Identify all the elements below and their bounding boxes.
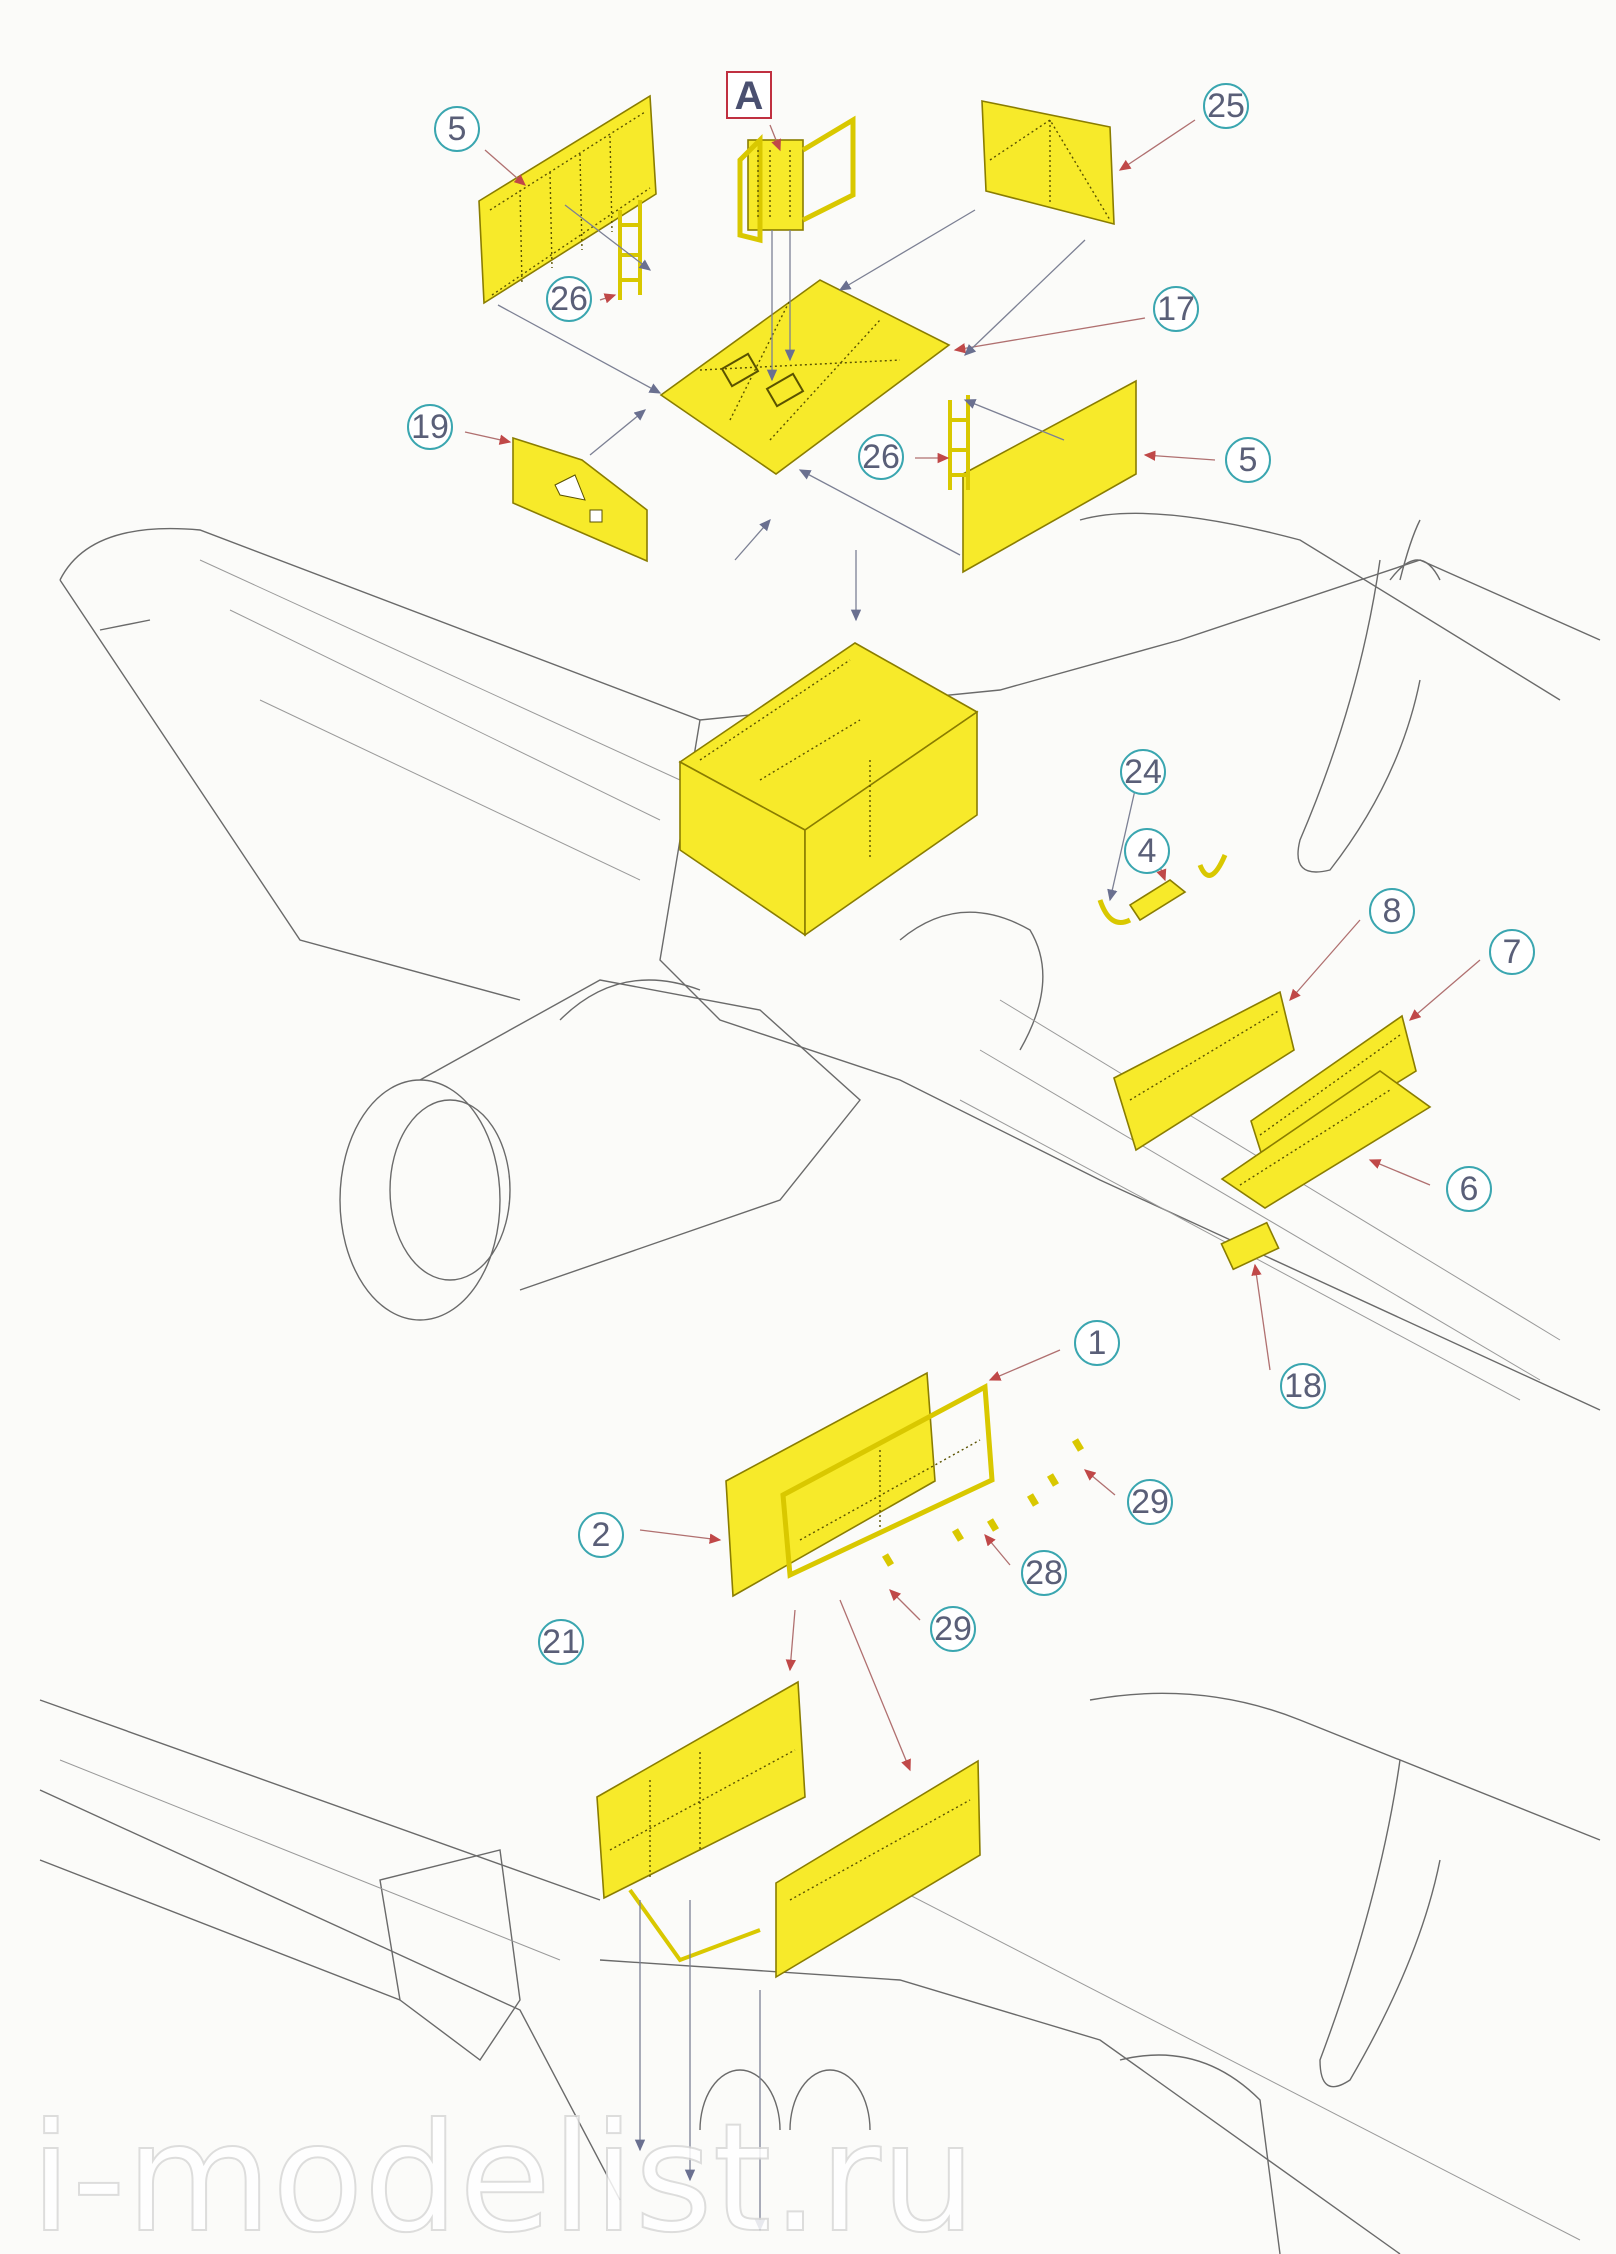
installed-panel-right [775, 1759, 981, 1979]
callout-part-25: 25 [1203, 83, 1249, 129]
photo-etch-parts-upper [478, 94, 1432, 1271]
callout-part-26: 26 [546, 276, 592, 322]
callout-part-24: 24 [1120, 749, 1166, 795]
photo-etch-parts-lower [596, 1371, 1085, 1979]
part-25-rear-wall [981, 100, 1115, 226]
callout-part-19: 19 [407, 404, 453, 450]
svg-text:29: 29 [934, 1610, 972, 1648]
callout-part-29-lower: 29 [930, 1606, 976, 1652]
part-24-brackets [1097, 854, 1228, 925]
part-18-hatch [1220, 1221, 1280, 1271]
svg-text:29: 29 [1131, 1483, 1169, 1521]
watermark: i-modelist.ru [30, 2092, 976, 2254]
part-4-mount [1128, 879, 1187, 922]
callout-part-29: 29 [1127, 1479, 1173, 1525]
part-1-frame [780, 1382, 995, 1579]
upper-aircraft-outline [59, 512, 1601, 1411]
callout-part-1: 1 [1074, 1320, 1120, 1366]
callout-part-18: 18 [1280, 1363, 1326, 1409]
svg-text:24: 24 [1124, 753, 1162, 791]
callout-part-21: 21 [538, 1619, 584, 1665]
svg-text:A: A [735, 74, 764, 118]
svg-text:5: 5 [1239, 441, 1258, 479]
part-26-ladder-right [948, 395, 970, 490]
svg-text:28: 28 [1025, 1554, 1063, 1592]
callout-part-6: 6 [1446, 1166, 1492, 1212]
callout-part-7: 7 [1489, 929, 1535, 975]
assembly-arrows [464, 119, 1481, 2232]
part-a-ladder-seat [737, 115, 856, 244]
svg-text:21: 21 [542, 1623, 580, 1661]
callout-part-2: 2 [578, 1512, 624, 1558]
svg-text:17: 17 [1157, 290, 1195, 328]
svg-text:7: 7 [1503, 933, 1522, 971]
callout-part-26-right: 26 [858, 434, 904, 480]
svg-text:6: 6 [1460, 1170, 1479, 1208]
svg-text:18: 18 [1284, 1367, 1322, 1405]
svg-text:5: 5 [448, 110, 467, 148]
callout-part-5: 5 [434, 106, 480, 152]
svg-text:2: 2 [592, 1516, 611, 1554]
callout-part-28: 28 [1021, 1550, 1067, 1596]
svg-text:4: 4 [1138, 832, 1157, 870]
callout-part-17: 17 [1153, 286, 1199, 332]
svg-text:25: 25 [1207, 87, 1245, 125]
svg-text:19: 19 [411, 408, 449, 446]
part-8-wing-plate [1113, 990, 1295, 1152]
svg-text:8: 8 [1383, 892, 1402, 930]
lower-aircraft-outline [39, 1692, 1601, 2254]
callout-part-4: 4 [1124, 828, 1170, 874]
part-2-panel [725, 1371, 936, 1598]
part-26-ladder-left [618, 200, 642, 300]
callout-part-5-right: 5 [1225, 437, 1271, 483]
svg-text:26: 26 [862, 438, 900, 476]
svg-text:1: 1 [1088, 1324, 1107, 1362]
callout-part-8: 8 [1369, 888, 1415, 934]
part-5-left-wall [478, 94, 657, 305]
installed-panel-left [596, 1680, 806, 1900]
part-5-right-wall [962, 379, 1137, 574]
svg-text:26: 26 [550, 280, 588, 318]
part-6-wing-plate [1220, 1070, 1432, 1209]
assembled-cockpit-box [678, 642, 979, 937]
part-17-floor [659, 279, 951, 475]
step-label-a: A [726, 71, 772, 119]
